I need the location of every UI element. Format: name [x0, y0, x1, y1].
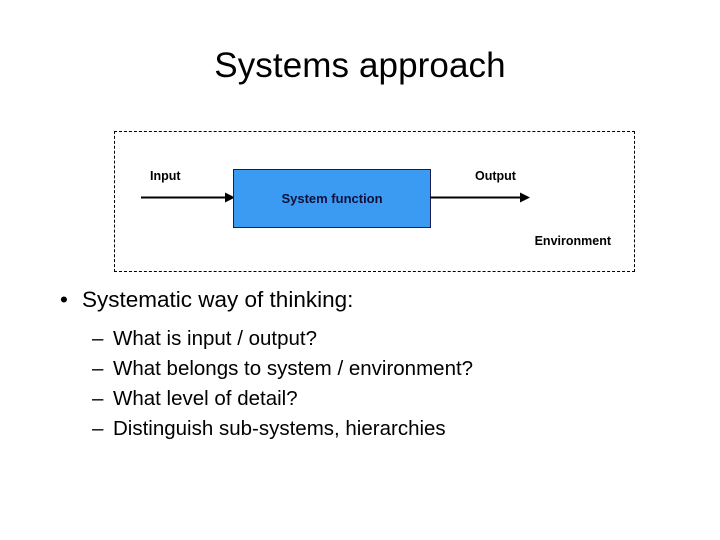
system-function-box: System function — [233, 169, 431, 228]
bullet-marker: • — [60, 287, 68, 312]
list-item-label: Distinguish sub-systems, hierarchies — [113, 417, 446, 440]
systems-diagram: Input System function Output Environment — [114, 131, 635, 272]
page-title: Systems approach — [214, 46, 506, 85]
bullet-marker: – — [92, 357, 104, 380]
sub-bullet-list: – What is input / output? – What belongs… — [56, 324, 676, 444]
bullet-marker: – — [92, 417, 104, 440]
input-label: Input — [150, 169, 181, 183]
list-item-label: What belongs to system / environment? — [113, 357, 474, 380]
list-item-label: What level of detail? — [113, 387, 298, 410]
list-item: – What is input / output? — [56, 324, 676, 354]
environment-boundary — [114, 131, 635, 272]
bullet-marker: – — [92, 327, 104, 350]
bullet-marker: – — [92, 387, 104, 410]
list-item: • Systematic way of thinking: — [56, 283, 676, 316]
system-function-label: System function — [281, 190, 383, 206]
output-arrow-icon — [430, 190, 530, 203]
list-item: – What level of detail? — [56, 384, 676, 414]
output-label: Output — [475, 169, 516, 183]
list-item: – Distinguish sub-systems, hierarchies — [56, 414, 676, 444]
body-bullet-list: • Systematic way of thinking: – What is … — [56, 283, 676, 444]
list-item-label: Systematic way of thinking: — [82, 287, 354, 312]
list-item-label: What is input / output? — [113, 327, 317, 350]
input-arrow-icon — [141, 190, 235, 203]
environment-label: Environment — [534, 234, 611, 248]
list-item: – What belongs to system / environment? — [56, 354, 676, 384]
